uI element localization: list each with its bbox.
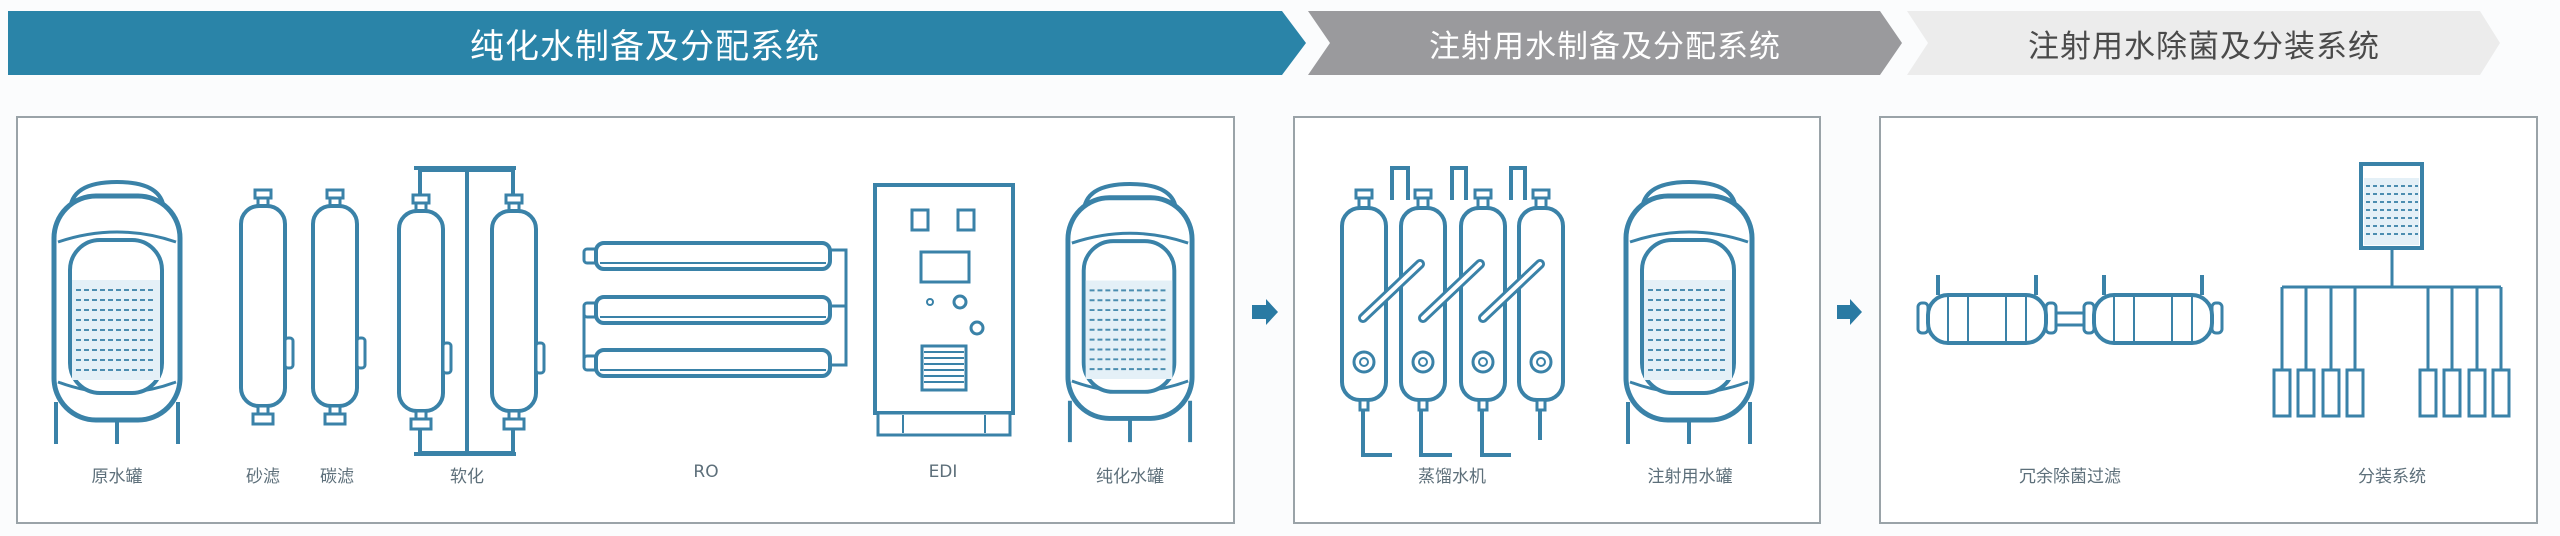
label-purified-water-tank: 纯化水罐 bbox=[1096, 467, 1164, 487]
stage-banner-1 bbox=[8, 11, 1306, 75]
stage-banner-3 bbox=[1907, 11, 2500, 75]
label-wfi-tank: 注射用水罐 bbox=[1647, 467, 1733, 487]
filling-system-icon bbox=[2272, 162, 2511, 418]
label-filling-system: 分装系统 bbox=[2358, 467, 2426, 487]
distiller-icon bbox=[1340, 166, 1565, 457]
sand-filter-icon bbox=[239, 188, 295, 426]
stage-title-purified-water: 纯化水制备及分配系统 bbox=[470, 26, 820, 67]
raw-water-tank-icon bbox=[54, 182, 180, 444]
stage-banner-2 bbox=[1308, 11, 1902, 75]
label-distiller: 蒸馏水机 bbox=[1418, 467, 1486, 487]
purified-water-tank-icon bbox=[1068, 184, 1192, 442]
stage-title-sterile-filling: 注射用水除菌及分装系统 bbox=[2028, 28, 2380, 65]
wfi-tank-icon bbox=[1626, 182, 1752, 444]
edi-cabinet-icon bbox=[873, 183, 1015, 437]
label-ro: RO bbox=[693, 462, 719, 482]
redundant-filter-icon bbox=[1916, 273, 2224, 345]
label-softener: 软化 bbox=[450, 467, 484, 487]
label-carbon-filter: 碳滤 bbox=[320, 467, 354, 487]
label-edi: EDI bbox=[928, 462, 958, 482]
stage-title-wfi: 注射用水制备及分配系统 bbox=[1429, 28, 1781, 65]
label-redundant-filter: 冗余除菌过滤 bbox=[2019, 467, 2121, 487]
softener-icon bbox=[397, 166, 546, 456]
label-sand-filter: 砂滤 bbox=[246, 467, 280, 487]
carbon-filter-icon bbox=[311, 188, 367, 426]
flow-arrow-icon-1 bbox=[1252, 299, 1278, 325]
label-raw-water-tank: 原水罐 bbox=[91, 467, 143, 487]
ro-unit-icon bbox=[582, 241, 848, 378]
flow-arrow-icon-2 bbox=[1837, 299, 1862, 325]
